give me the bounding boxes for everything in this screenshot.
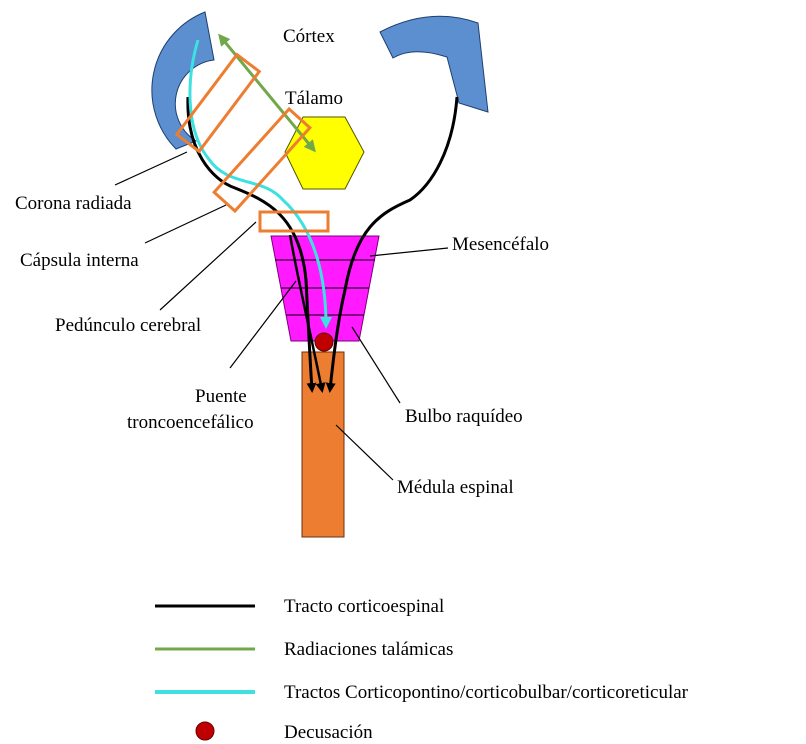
right-cortex xyxy=(380,16,488,112)
label-cerebral-peduncle: Pedúnculo cerebral xyxy=(55,315,201,336)
label-pons-line2: troncoencefálico xyxy=(127,412,254,433)
label-internal-capsule: Cápsula interna xyxy=(20,250,139,271)
leader-corona-radiata xyxy=(115,152,187,185)
leader-internal-capsule xyxy=(145,205,226,243)
legend-label-other-tracts: Tractos Corticopontino/corticobulbar/cor… xyxy=(284,682,689,703)
leader-spinal-cord xyxy=(336,425,393,480)
leader-midbrain xyxy=(370,248,448,256)
legend-label-thalamic: Radiaciones talámicas xyxy=(284,639,453,660)
label-cortex: Córtex xyxy=(283,26,335,47)
spinal-cord-shape xyxy=(302,352,344,537)
label-corona-radiata: Corona radiada xyxy=(15,193,132,214)
legend-label-corticospinal: Tracto corticoespinal xyxy=(284,596,444,617)
label-spinal-cord: Médula espinal xyxy=(397,477,514,498)
legend-label-decussation: Decusación xyxy=(284,722,373,743)
label-midbrain: Mesencéfalo xyxy=(452,234,549,255)
legend-swatch-decussation xyxy=(196,722,214,740)
decussation-dot xyxy=(315,333,333,351)
leader-cerebral-peduncle xyxy=(160,222,256,310)
label-pons-line1: Puente xyxy=(195,386,247,407)
label-medulla: Bulbo raquídeo xyxy=(405,406,523,427)
leader-medulla xyxy=(352,327,400,403)
cerebral-peduncle-box xyxy=(260,212,328,231)
legend: Tracto corticoespinal Radiaciones talámi… xyxy=(155,596,689,743)
label-thalamus: Tálamo xyxy=(285,88,343,109)
leader-pons xyxy=(230,281,296,368)
